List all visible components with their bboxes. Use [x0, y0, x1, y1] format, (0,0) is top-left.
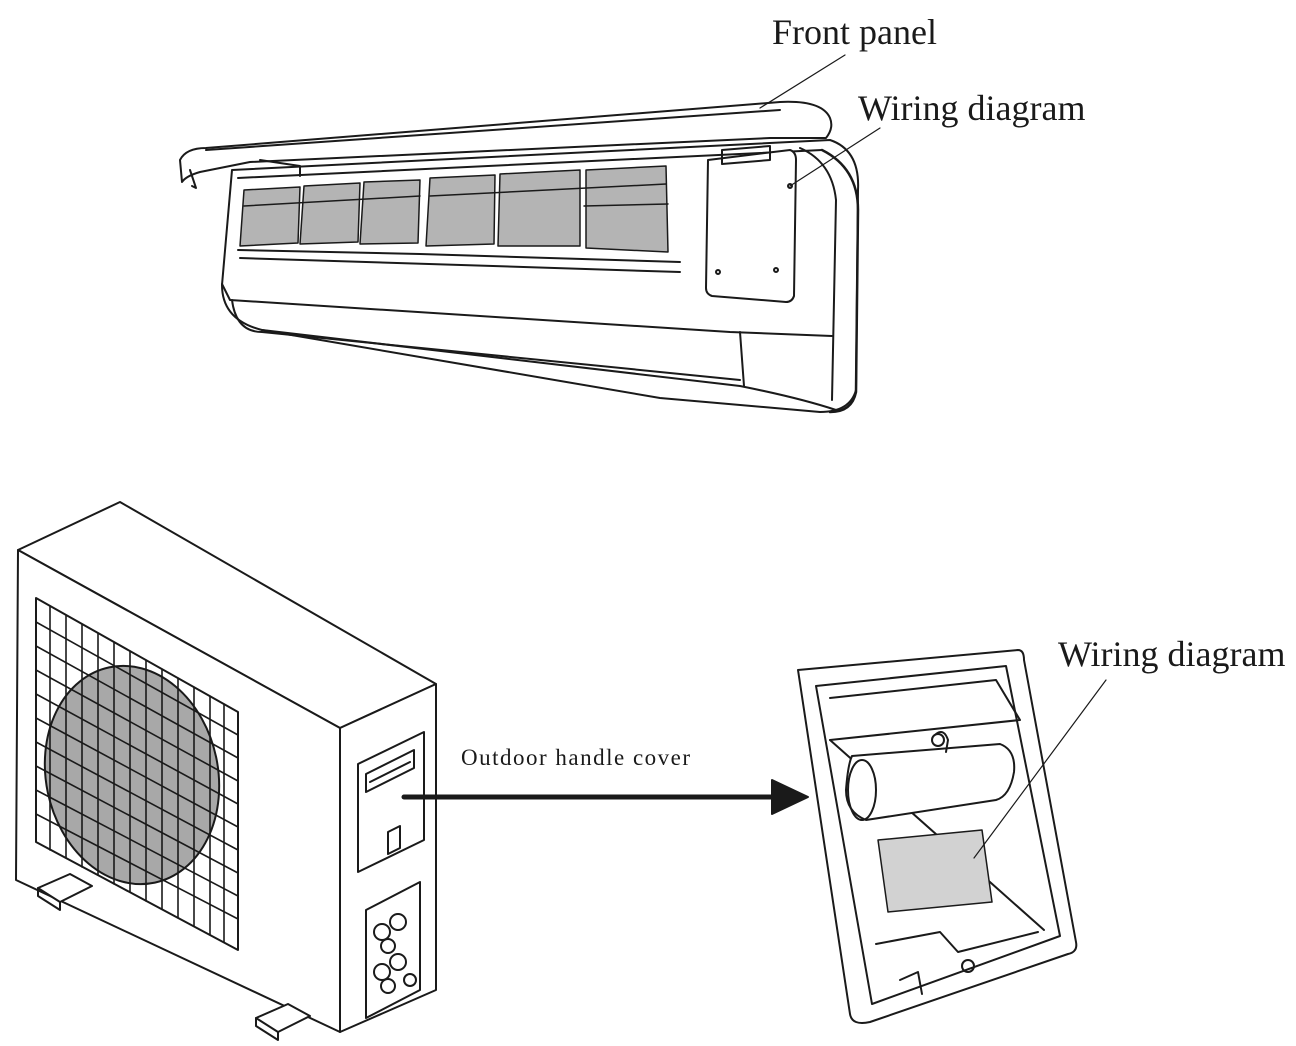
indoor-unit-side-cap — [820, 148, 860, 414]
wiring-outdoor-leader — [973, 679, 1107, 859]
handle-cover — [357, 731, 425, 873]
fan-guard — [35, 597, 239, 951]
indoor-unit-outlet — [221, 283, 833, 337]
air-filters — [239, 165, 669, 253]
indoor-unit — [179, 100, 860, 414]
electric-box-cover — [705, 149, 797, 303]
outdoor-handle-cover-label: Outdoor handle cover — [461, 745, 692, 770]
outdoor-unit — [15, 501, 437, 1041]
handle-cover-arrow — [401, 779, 809, 815]
outdoor-foot-left — [37, 873, 93, 903]
front-panel-leader — [759, 54, 846, 109]
wiring-indoor-leader — [789, 127, 881, 187]
wiring-diagram-patch — [877, 829, 993, 913]
fan-blade-area — [43, 664, 221, 886]
handle-cover-detail — [797, 649, 1078, 1024]
wiring-diagram-outdoor-label: Wiring diagram — [1058, 634, 1286, 674]
outdoor-foot-right — [255, 1003, 311, 1033]
wiring-diagram-indoor-label: Wiring diagram — [858, 88, 1086, 128]
service-valves — [373, 913, 417, 994]
front-panel-label: Front panel — [772, 12, 937, 52]
